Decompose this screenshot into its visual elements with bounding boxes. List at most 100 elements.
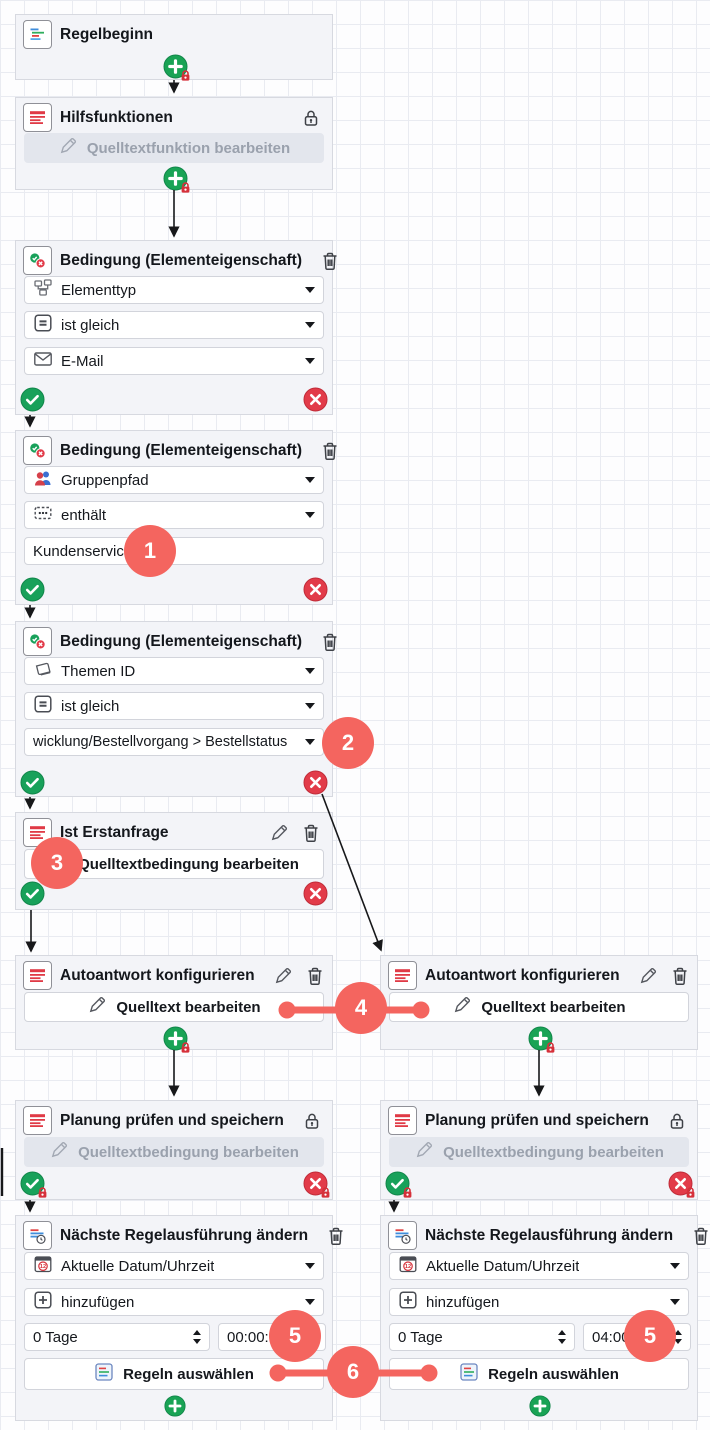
arrow-down-icon[interactable] bbox=[558, 1339, 566, 1344]
arrow-down-icon[interactable] bbox=[674, 1339, 682, 1344]
chevron-down-icon bbox=[305, 739, 315, 745]
pencil-icon[interactable] bbox=[271, 964, 295, 988]
edit-source-button[interactable]: Quelltext bearbeiten bbox=[389, 992, 689, 1022]
failure-port-icon[interactable] bbox=[303, 577, 328, 602]
pencil-icon bbox=[414, 1140, 434, 1164]
stepper-arrows[interactable] bbox=[558, 1330, 566, 1344]
edit-source-button[interactable]: Quelltext bearbeiten bbox=[24, 992, 324, 1022]
block-regelbeginn: Regelbeginn bbox=[15, 14, 333, 81]
failure-port-locked-icon[interactable] bbox=[668, 1171, 695, 1198]
dropdown-value: Aktuelle Datum/Uhrzeit bbox=[426, 1257, 580, 1275]
block-hilfsfunktionen: Hilfsfunktionen Quelltextfunktion bearbe… bbox=[15, 97, 333, 193]
topic-book-icon bbox=[33, 659, 53, 683]
script-doc-icon bbox=[23, 961, 52, 990]
pencil-icon bbox=[87, 995, 107, 1019]
edit-source-condition-button: Quelltextbedingung bearbeiten bbox=[24, 1137, 324, 1167]
block-header: Bedingung (Elementeigenschaft) bbox=[16, 622, 337, 659]
lock-badge-icon bbox=[179, 69, 192, 82]
stepper-arrows[interactable] bbox=[674, 1330, 682, 1344]
block-header: Ist Erstanfrage bbox=[16, 813, 332, 850]
block-title: Autoantwort konfigurieren bbox=[425, 966, 620, 984]
lock-badge-icon bbox=[36, 1186, 49, 1199]
add-step-locked-icon[interactable] bbox=[163, 166, 189, 193]
select-rules-button[interactable]: Regeln auswählen bbox=[24, 1358, 324, 1390]
days-stepper[interactable]: 0 Tage bbox=[389, 1323, 575, 1351]
success-port-icon[interactable] bbox=[20, 881, 45, 906]
property-dropdown[interactable]: Themen ID bbox=[24, 657, 324, 685]
success-port-icon[interactable] bbox=[20, 387, 45, 412]
trash-icon[interactable] bbox=[303, 964, 327, 988]
block-title: Ist Erstanfrage bbox=[60, 823, 169, 841]
annotation-badge-5-left: 5 bbox=[269, 1310, 321, 1362]
trash-icon[interactable] bbox=[324, 1224, 348, 1248]
select-rules-button[interactable]: Regeln auswählen bbox=[389, 1358, 689, 1390]
lock-icon[interactable] bbox=[665, 1109, 689, 1133]
arrow-up-icon[interactable] bbox=[193, 1330, 201, 1335]
group-path-icon bbox=[33, 468, 53, 492]
pencil-icon bbox=[49, 1140, 69, 1164]
pencil-icon bbox=[452, 995, 472, 1019]
block-planung-left: Planung prüfen und speichern Quelltextbe… bbox=[15, 1100, 333, 1200]
success-port-icon[interactable] bbox=[20, 770, 45, 795]
contains-icon bbox=[33, 503, 53, 527]
trash-icon[interactable] bbox=[318, 439, 342, 463]
svg-text:12: 12 bbox=[40, 1264, 46, 1270]
trash-icon[interactable] bbox=[318, 249, 342, 273]
arrow-down-icon[interactable] bbox=[193, 1339, 201, 1344]
pencil-icon[interactable] bbox=[267, 821, 291, 845]
value-dropdown[interactable]: wicklung/Bestellvorgang > Bestellstatus bbox=[24, 728, 324, 756]
dropdown-value: E-Mail bbox=[61, 352, 104, 370]
email-icon bbox=[33, 349, 53, 373]
success-port-locked-icon[interactable] bbox=[20, 1171, 47, 1198]
lock-badge-icon bbox=[684, 1186, 697, 1199]
failure-port-icon[interactable] bbox=[303, 770, 328, 795]
equals-icon bbox=[33, 313, 53, 337]
schedule-doc-icon bbox=[388, 1221, 417, 1250]
pencil-icon[interactable] bbox=[636, 964, 660, 988]
success-port-locked-icon[interactable] bbox=[385, 1171, 412, 1198]
condition-icon bbox=[23, 627, 52, 656]
chevron-down-icon bbox=[305, 358, 315, 364]
rule-start-icon bbox=[23, 20, 52, 49]
stepper-arrows[interactable] bbox=[193, 1330, 201, 1344]
block-header: Planung prüfen und speichern bbox=[381, 1101, 697, 1138]
elementtype-icon bbox=[33, 278, 53, 302]
add-step-locked-icon[interactable] bbox=[528, 1026, 554, 1053]
failure-port-locked-icon[interactable] bbox=[303, 1171, 330, 1198]
dropdown-value: ist gleich bbox=[61, 697, 120, 715]
add-step-locked-icon[interactable] bbox=[163, 1026, 189, 1053]
datetime-source-dropdown[interactable]: 12 Aktuelle Datum/Uhrzeit bbox=[389, 1252, 689, 1280]
dropdown-value: Gruppenpfad bbox=[61, 471, 149, 489]
annotation-badge-3: 3 bbox=[31, 837, 83, 889]
operator-dropdown[interactable]: ist gleich bbox=[24, 692, 324, 720]
days-stepper[interactable]: 0 Tage bbox=[24, 1323, 210, 1351]
property-dropdown[interactable]: Elementtyp bbox=[24, 276, 324, 304]
lock-badge-icon bbox=[179, 1041, 192, 1054]
value-dropdown[interactable]: E-Mail bbox=[24, 347, 324, 375]
datetime-source-dropdown[interactable]: 12 Aktuelle Datum/Uhrzeit bbox=[24, 1252, 324, 1280]
button-label: Regeln auswählen bbox=[123, 1365, 254, 1383]
add-step-locked-icon[interactable] bbox=[163, 54, 189, 81]
trash-icon[interactable] bbox=[668, 964, 692, 988]
trash-icon[interactable] bbox=[689, 1224, 710, 1248]
lock-icon[interactable] bbox=[300, 1109, 324, 1133]
add-step-icon[interactable] bbox=[529, 1395, 551, 1417]
rules-list-icon bbox=[94, 1362, 114, 1386]
trash-icon[interactable] bbox=[318, 630, 342, 654]
failure-port-icon[interactable] bbox=[303, 387, 328, 412]
lock-icon[interactable] bbox=[299, 106, 323, 130]
script-doc-icon bbox=[388, 961, 417, 990]
success-port-icon[interactable] bbox=[20, 577, 45, 602]
property-dropdown[interactable]: Gruppenpfad bbox=[24, 466, 324, 494]
arrow-up-icon[interactable] bbox=[674, 1330, 682, 1335]
operator-dropdown[interactable]: ist gleich bbox=[24, 311, 324, 339]
trash-icon[interactable] bbox=[299, 821, 323, 845]
operator-dropdown[interactable]: enthält bbox=[24, 501, 324, 529]
arrow-up-icon[interactable] bbox=[558, 1330, 566, 1335]
add-step-icon[interactable] bbox=[164, 1395, 186, 1417]
block-header: Planung prüfen und speichern bbox=[16, 1101, 332, 1138]
block-header: Bedingung (Elementeigenschaft) bbox=[16, 241, 337, 278]
svg-text:12: 12 bbox=[405, 1264, 411, 1270]
failure-port-icon[interactable] bbox=[303, 881, 328, 906]
operation-dropdown[interactable]: hinzufügen bbox=[24, 1288, 324, 1316]
